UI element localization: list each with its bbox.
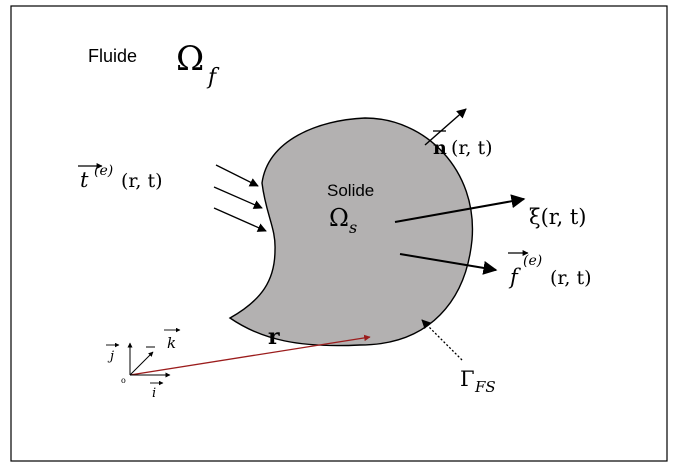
figure-border xyxy=(10,5,668,462)
displacement-arrow xyxy=(394,194,526,223)
normal-symbol: n xyxy=(433,137,447,159)
traction-superscript: (e) xyxy=(94,163,113,179)
position-vector-arrow xyxy=(129,334,371,376)
basis-k-label: k xyxy=(167,334,176,352)
force-symbol: f xyxy=(508,265,521,289)
boundary-subscript: FS xyxy=(474,378,496,396)
boundary-symbol: Γ xyxy=(460,367,475,391)
displacement-label: ξ(r, t) xyxy=(529,205,586,229)
fluid-domain-symbol: Ω xyxy=(176,39,204,79)
solid-domain-symbol: Ω xyxy=(329,204,349,232)
basis-i-label: i xyxy=(152,386,156,401)
force-arguments: (r, t) xyxy=(550,267,592,289)
boundary-pointer xyxy=(421,319,463,361)
traction-arrow-3 xyxy=(213,207,267,232)
normal-arrow xyxy=(424,108,467,146)
position-vector-label: r xyxy=(268,324,280,350)
solid-domain-subscript: s xyxy=(349,218,357,237)
basis-j-label: j xyxy=(107,349,114,364)
normal-arguments: (r, t) xyxy=(451,137,493,159)
origin-label: o xyxy=(121,376,126,385)
fluid-label: Fluide xyxy=(88,46,137,66)
traction-arguments: (r, t) xyxy=(121,170,163,192)
fluid-domain-subscript: f xyxy=(206,65,220,90)
solid-label: Solide xyxy=(327,181,374,200)
body-force-arrow xyxy=(399,253,498,275)
solid-body xyxy=(228,117,474,347)
basis-k-arrow xyxy=(129,351,154,376)
traction-arrow-2 xyxy=(213,186,263,209)
traction-arrow-1 xyxy=(215,164,259,187)
force-superscript: (e) xyxy=(523,253,542,269)
traction-symbol: t xyxy=(80,168,89,192)
